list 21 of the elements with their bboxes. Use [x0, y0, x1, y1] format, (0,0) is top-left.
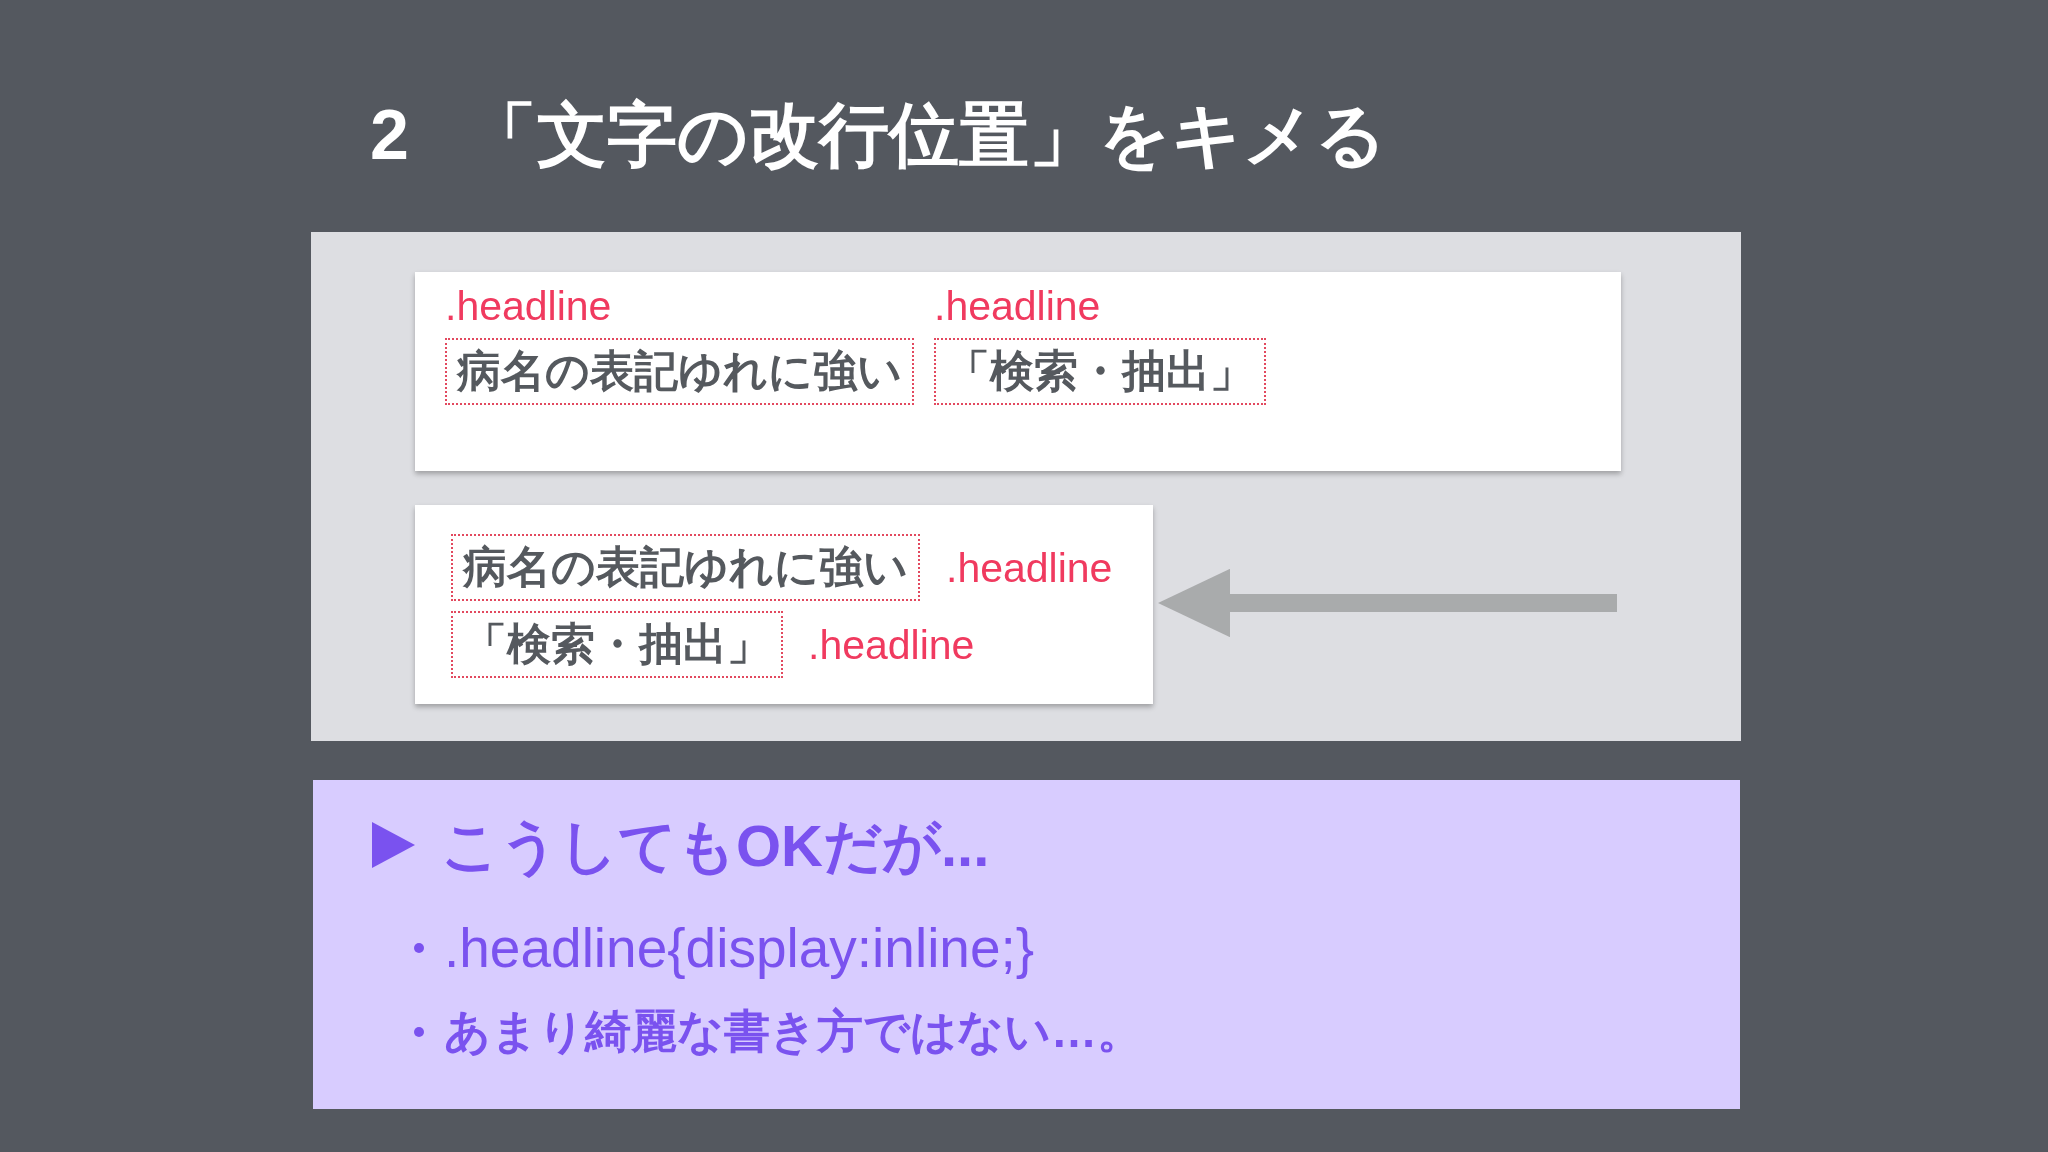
sample-heading-text: 病名の表記ゆれに強い: [457, 345, 902, 398]
class-name-label: .headline: [946, 543, 1113, 593]
class-name-label: .headline: [445, 282, 612, 331]
note-panel: [313, 780, 1740, 1109]
note-heading: こうしてもOKだが...: [441, 811, 990, 880]
sample-heading-text: 「検索・抽出」: [463, 618, 771, 671]
sample-heading-text: 病名の表記ゆれに強い: [463, 541, 908, 594]
slide-title: 2 「文字の改行位置」をキメる: [370, 95, 1387, 176]
bullet-text: あまり綺麗な書き方ではない…。: [444, 1004, 1143, 1059]
class-name-label: .headline: [934, 282, 1101, 331]
bullet-text: .headline{display:inline;}: [444, 915, 1035, 981]
class-name-label: .headline: [808, 620, 975, 670]
example-card: [415, 272, 1621, 471]
content-panel: [311, 232, 1741, 741]
sample-heading-text: 「検索・抽出」: [946, 345, 1254, 398]
dotted-frame: [934, 338, 1266, 405]
dotted-frame: [445, 338, 914, 405]
example-card: [415, 505, 1153, 704]
dotted-frame: [451, 611, 783, 678]
arrow: [1158, 568, 1617, 638]
dotted-frame: [451, 534, 920, 601]
